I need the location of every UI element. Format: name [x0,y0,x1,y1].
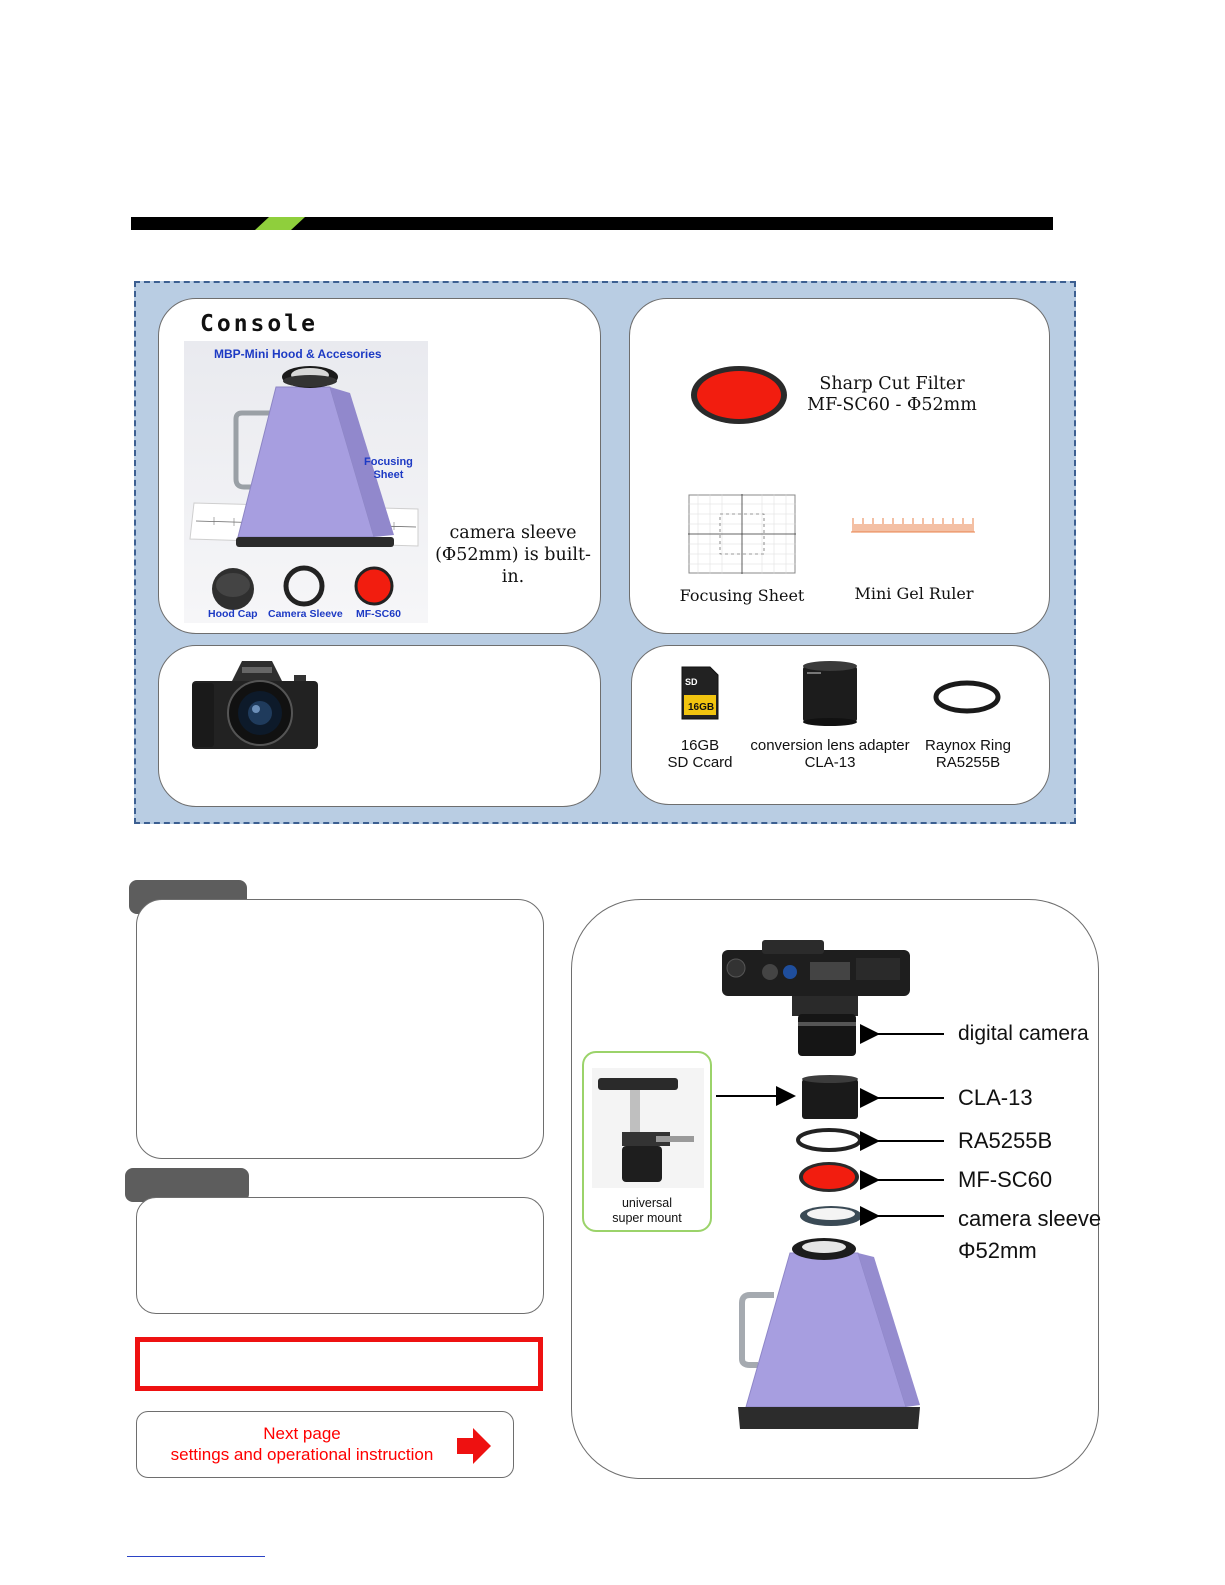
arrow-right-icon [457,1428,491,1464]
warning-box [135,1337,543,1391]
sd-card-label: 16GB SD Ccard [667,737,733,771]
adapter-icon [803,661,857,726]
mini-gel-ruler-label: Mini Gel Ruler [854,584,974,603]
hood-illustration [189,366,419,610]
super-mount-image [592,1068,704,1188]
sharp-cut-filter-icon [691,366,787,424]
svg-text:SD: SD [685,677,698,687]
sharp-cut-filter-label: Sharp Cut Filter MF-SC60 - Φ52mm [807,374,977,415]
section-tab-2 [125,1168,249,1202]
focusing-sheet-icon [688,494,796,574]
photo-hood-cap-label: Hood Cap [208,608,258,620]
camera-icon [192,661,318,749]
digital-camera-image [722,940,910,1056]
mf-sc60-image [799,1162,859,1192]
cla13-label: CLA-13 [958,1085,1033,1110]
sd-card-capacity: 16GB [688,702,714,713]
cla13-image [802,1075,858,1119]
footnote-rule [127,1556,265,1557]
sleeve-note: camera sleeve (Φ52mm) is built-in. [435,523,591,587]
photo-filter-label: MF-SC60 [356,608,401,620]
adapter-label: conversion lens adapter CLA-13 [750,737,910,771]
raynox-ring-icon [933,680,1001,714]
camera-sleeve-label: camera sleeve Φ52mm [958,1206,1102,1263]
notes-box-1 [136,899,544,1159]
camera-sleeve-image [800,1206,862,1226]
title-bar [131,217,1053,230]
photo-camera-sleeve-label: Camera Sleeve [268,608,343,620]
next-page-text: Next page settings and operational instr… [170,1424,434,1464]
focusing-sheet-label: Focusing Sheet [679,586,805,605]
hood-accessories-photo: MBP-Mini Hood & Accesories Focusing Shee… [184,341,428,623]
console-heading: Console [200,311,318,337]
mini-gel-ruler-icon [851,518,975,533]
super-mount-label: universal super mount [612,1196,682,1225]
photo-title: MBP-Mini Hood & Accesories [214,347,382,361]
mf-sc60-label: MF-SC60 [958,1167,1053,1192]
notes-box-2 [136,1197,544,1314]
ra5255b-label: RA5255B [958,1128,1053,1153]
photo-focusing-label: Focusing Sheet [364,456,413,481]
title-accent [255,217,305,230]
assembly-arrows [716,1024,944,1226]
raynox-ring-label: Raynox Ring RA5255B [925,737,1011,771]
sd-card-icon: SD 16GB [681,666,719,720]
filter-card [629,298,1050,634]
hood-image [738,1238,920,1429]
next-page-button[interactable]: Next page settings and operational instr… [136,1411,514,1478]
digital-camera-label: digital camera [958,1022,1089,1045]
